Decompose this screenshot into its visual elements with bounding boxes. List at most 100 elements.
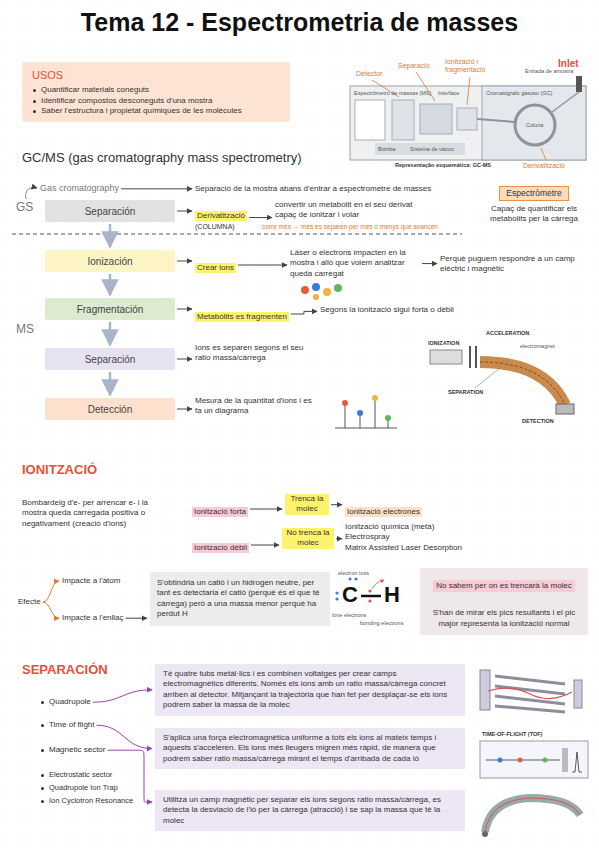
text-node: Ionització electrones (345, 500, 422, 518)
label-text: Ionització i fragmentació (445, 58, 501, 75)
note-box: S'obtindria un catió i un hidrogen neutr… (150, 572, 330, 626)
node-text: S'aplica una força electromagnètica unif… (163, 733, 457, 764)
magnetic-sector-figure (430, 346, 574, 414)
spectrum-sketch (335, 395, 397, 428)
text-node: convertir un metabolit en el seu derivat… (275, 200, 435, 221)
node-text: Ionización (87, 255, 132, 268)
gcms-machine (350, 72, 586, 160)
text-node: Crear ions (195, 256, 236, 274)
tof-figure (480, 741, 588, 778)
node-text: Gas cromatography (40, 183, 119, 195)
label-text: Cromatógrafo gasoso (GC) (486, 90, 552, 97)
connector-arrow (121, 188, 192, 189)
node-text: Trenca la molec (285, 494, 329, 515)
note-box: Utilitza un camp magnètic per separar el… (155, 790, 465, 831)
node-text: Electrospray (345, 532, 462, 542)
label-text: ACCELERATION (486, 330, 529, 337)
label-text: Interface (438, 90, 459, 97)
text-node: Metabòlits es fragmenten (195, 305, 289, 323)
connector-arrow (177, 359, 192, 360)
note-box: No sabem per on es trencarà la molecS'ha… (420, 568, 588, 635)
process-box: Detección (45, 398, 175, 420)
connector-arrow (93, 690, 152, 702)
label-text: Representação esquemática: GC-MS (395, 162, 491, 169)
label-text: Derivatització (523, 162, 565, 170)
node-text: Té quatre tubs metàl·lics i es combinen … (163, 669, 457, 711)
node-text: Impacte a l'enllaç (62, 613, 124, 623)
node-text: Ionització dèbil (192, 543, 249, 553)
connector-arrow (249, 217, 272, 218)
text-node: Segons la ionització sigui forta o dèbil (320, 305, 454, 315)
label-text: TIME-OF-FLIGHT (TOF) (482, 731, 542, 738)
note-box: EspectròmetreCapaç de quantificar els me… (478, 182, 590, 225)
text-node: Ionització química (metà)ElectrosprayMat… (345, 522, 462, 553)
label-text: Sistema de vácuo (410, 146, 454, 153)
connector-arrow (107, 750, 152, 802)
node-text: convertir un metabolit en el seu derivat… (275, 200, 435, 221)
label-text: H (384, 582, 400, 608)
connector-arrow (177, 211, 192, 212)
node-text: Impacte a l'àtom (62, 576, 120, 586)
node-text: No sabem per on es trencarà la molec (433, 580, 575, 592)
node-text: Quadrupole (40, 697, 91, 707)
label-text: IONIZATION (428, 340, 459, 347)
text-node: Perquè puguem respondre a un camp elèctr… (440, 254, 580, 275)
node-text: Ionització química (metà) (345, 522, 462, 532)
node-text: Magnetic sector (40, 745, 105, 755)
text-node: Làser o electrons impacten en la mostra … (290, 248, 420, 279)
text-node: Quadrupole (40, 697, 91, 707)
connector-arrow (250, 509, 282, 510)
node-text: Perquè puguem respondre a un camp elèctr… (440, 254, 580, 275)
connector-arrow (177, 409, 192, 410)
label-text: GC/MS (gas cromatography mass spectromet… (22, 150, 302, 166)
label-text: lone electrons (332, 612, 366, 619)
page-title: Tema 12 - Espectrometria de masses (0, 8, 599, 37)
node-text: Metabòlits es fragmenten (195, 312, 289, 322)
connector-arrow (291, 311, 317, 314)
node-text: Fragmentación (77, 303, 144, 316)
connector-arrow (126, 618, 147, 619)
label-text: GS (16, 200, 33, 214)
connector-arrow (177, 261, 192, 262)
node-text: Matrix Assisted Laser Desorption (345, 543, 462, 553)
node-text: Mesura de la quantitat d'ions i es fa un… (195, 396, 320, 417)
text-node: Time of flight (40, 720, 95, 730)
node-text: Crear ions (195, 263, 236, 273)
text-node: Efecte (18, 597, 41, 607)
text-node: Ionització forta (192, 500, 248, 518)
text-node: Gas cromatography (40, 183, 119, 195)
label-text: Espectrômetro de massas (MS) (354, 90, 431, 97)
label-text: Entrada de amostra (525, 68, 573, 75)
text-node: Separació de la mostra abans d'entrar a … (195, 184, 431, 194)
text-node: Magnetic sector (40, 745, 105, 755)
dashed-divider (12, 234, 462, 235)
node-text: Separación (85, 353, 136, 366)
magnetic-small-figure (482, 798, 580, 837)
text-node: Trenca la molec (285, 494, 329, 515)
node-text: Capaç de quantificar els metabolits per … (478, 204, 590, 225)
node-text: Làser o electrons impacten en la mostra … (290, 248, 420, 279)
label-text: Ion Cyclotron Resonance (40, 796, 133, 805)
connector-arrow (109, 224, 112, 247)
label-text: Quadrupole Ion Trap (40, 783, 118, 792)
label-text: Bomba (378, 146, 395, 153)
text-node: No trenca la molec (282, 528, 334, 549)
node-text: Espectròmetre (499, 186, 568, 201)
label-text: electromagnet (520, 343, 555, 350)
node-text: Bombardeig d'e- per arrencar e- i la mos… (22, 498, 172, 529)
process-box: Fragmentación (45, 298, 175, 320)
note-box: USOSQuantificar materials conegutsIdenti… (22, 62, 290, 122)
label-text: bonding electrons (360, 620, 403, 627)
node-text: Saber l'estructura i propietat químiques… (32, 106, 280, 116)
node-text: Efecte (18, 597, 41, 607)
label-text: Electrostatic sector (40, 770, 112, 779)
process-box: Ionización (45, 250, 175, 272)
label-text: C (342, 582, 358, 608)
label-text: SEPARATION (448, 389, 483, 396)
node-text: Separación (85, 205, 136, 218)
label-text: Coluna (526, 122, 543, 129)
node-text: Identificar compostos desconeguts d'una … (32, 96, 280, 106)
label-text: DETECTION (522, 418, 554, 425)
node-text: Ionització forta (192, 507, 248, 517)
